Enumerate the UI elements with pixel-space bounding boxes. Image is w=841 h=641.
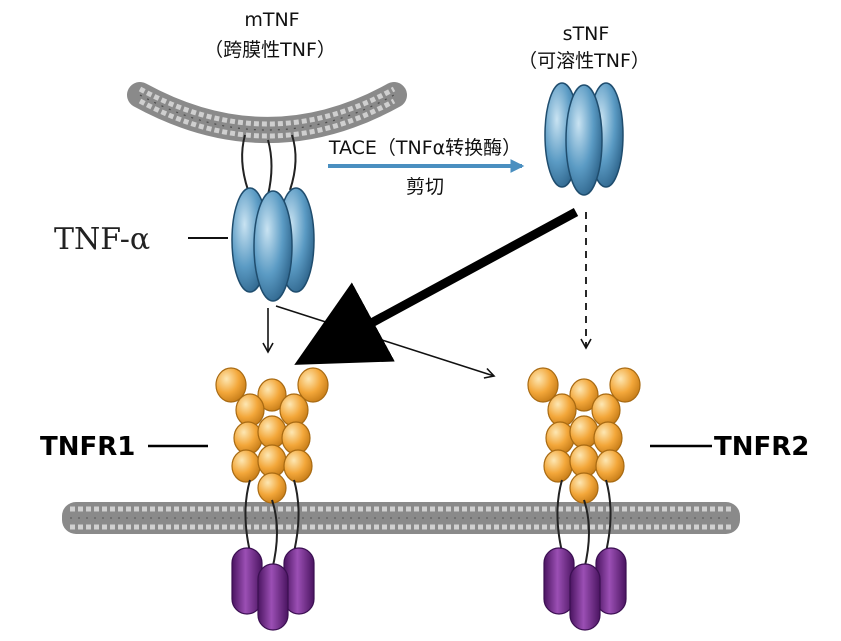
mtnf-desc-label: （跨膜性TNF） [204,39,336,61]
tnf-alpha-label: TNF-α [54,222,150,257]
upper-cell-membrane [127,82,407,143]
tnfr2-intracellular-domain [543,547,627,631]
stnf-to-tnfr1-bold-arrow [294,208,579,365]
tnfr2-receptor [527,367,641,504]
tnfr1-receptor [215,367,329,504]
lower-cell-membrane [62,502,740,534]
stnf-trimer [544,82,624,196]
mtnf-name-label: mTNF [244,9,299,31]
tnfr1-label: TNFR1 [40,432,135,462]
cleave-label: 剪切 [406,176,444,198]
mtnf-trimer [231,187,315,302]
mtnf-tethers [241,134,297,196]
tace-label: TACE（TNFα转换酶） [328,137,521,159]
stnf-name-label: sTNF [563,23,610,45]
tnfr2-label: TNFR2 [714,432,809,462]
stnf-desc-label: （可溶性TNF） [518,50,650,72]
tnfr1-intracellular-domain [231,547,315,631]
